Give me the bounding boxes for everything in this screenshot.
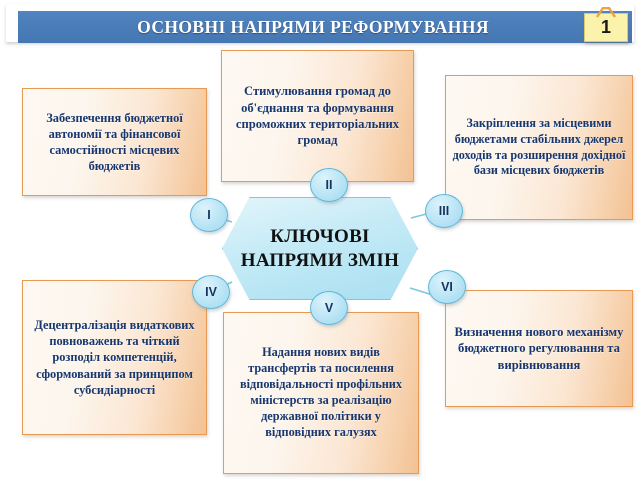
direction-box-6-text: Визначення нового механізму бюджетного р… <box>454 324 624 372</box>
direction-box-5-text: Надання нових видів трансфертів та посил… <box>239 345 403 439</box>
marker-6[interactable]: VI <box>428 270 466 304</box>
page-number-value: 1 <box>600 17 611 37</box>
central-hexagon: КЛЮЧОВІ НАПРЯМИ ЗМІН <box>222 197 418 300</box>
marker-1[interactable]: I <box>190 198 228 232</box>
slide-header: ОСНОВНІ НАПРЯМИ РЕФОРМУВАННЯ <box>6 4 634 43</box>
clip-icon <box>596 7 616 18</box>
direction-box-3[interactable]: Закріплення за місцевими бюджетами стабі… <box>445 75 633 220</box>
direction-box-2-text: Стимулювання громад до об'єднання та фор… <box>235 84 400 148</box>
marker-4[interactable]: IV <box>192 275 230 309</box>
direction-box-2[interactable]: Стимулювання громад до об'єднання та фор… <box>221 50 414 182</box>
direction-box-6[interactable]: Визначення нового механізму бюджетного р… <box>445 290 633 407</box>
direction-box-1[interactable]: Забезпечення бюджетної автономії та фіна… <box>22 88 207 196</box>
direction-box-3-text: Закріплення за місцевими бюджетами стабі… <box>452 115 626 178</box>
direction-box-4[interactable]: Децентралізація видаткових повноважень т… <box>22 280 207 435</box>
direction-box-4-text: Децентралізація видаткових повноважень т… <box>34 318 195 397</box>
page-title: ОСНОВНІ НАПРЯМИ РЕФОРМУВАННЯ <box>137 17 489 37</box>
direction-box-5[interactable]: Надання нових видів трансфертів та посил… <box>223 312 419 474</box>
page-number-badge: 1 <box>584 7 628 42</box>
central-hexagon-label: КЛЮЧОВІ НАПРЯМИ ЗМІН <box>240 226 400 271</box>
marker-5[interactable]: V <box>310 291 348 325</box>
direction-box-1-text: Забезпечення бюджетної автономії та фіна… <box>46 110 183 174</box>
header-bar: ОСНОВНІ НАПРЯМИ РЕФОРМУВАННЯ <box>18 11 632 43</box>
sticky-note-shape <box>584 13 628 42</box>
marker-2[interactable]: II <box>310 168 348 202</box>
marker-3[interactable]: III <box>425 194 463 228</box>
